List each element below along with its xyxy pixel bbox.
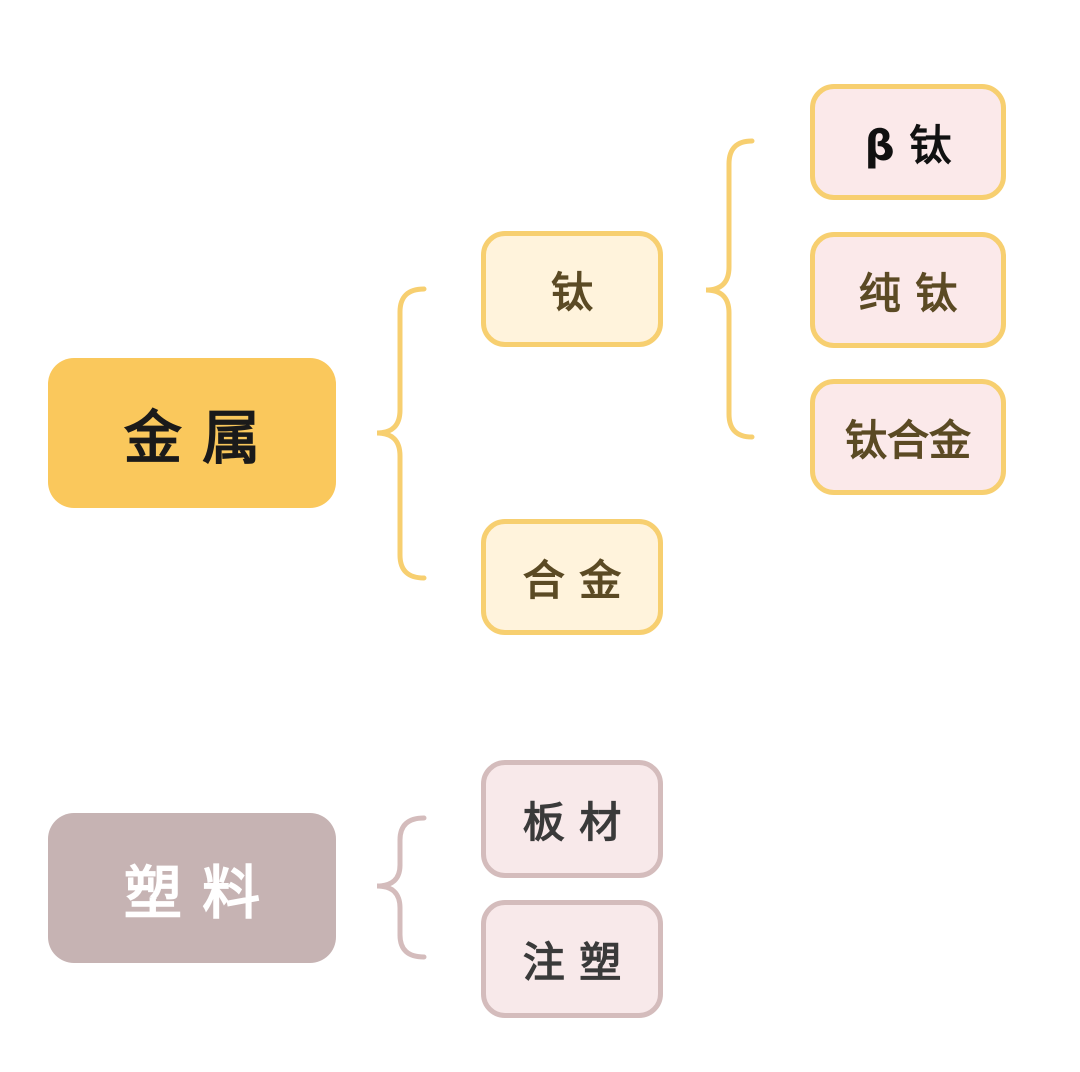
root-node-plastic: 塑 料 — [48, 813, 336, 963]
node-alloy-label: 合 金 — [522, 555, 622, 605]
brace-titanium — [705, 138, 755, 440]
node-injection-molding: 注 塑 — [481, 900, 663, 1018]
node-sheet-label: 板 材 — [522, 797, 622, 847]
node-pure-titanium: 纯 钛 — [810, 232, 1006, 348]
root-node-plastic-label: 塑 料 — [123, 859, 261, 927]
node-injection-molding-label: 注 塑 — [522, 937, 622, 987]
brace-plastic — [376, 815, 427, 960]
node-titanium-alloy: 钛合金 — [810, 379, 1006, 495]
node-beta-titanium-label: β 钛 — [864, 120, 952, 170]
node-titanium: 钛 — [481, 231, 663, 347]
brace-metal — [376, 286, 427, 581]
node-titanium-alloy-label: 钛合金 — [844, 415, 971, 465]
node-titanium-label: 钛 — [550, 267, 593, 317]
node-alloy: 合 金 — [481, 519, 663, 635]
node-beta-titanium: β 钛 — [810, 84, 1006, 200]
root-node-metal-label: 金 属 — [123, 404, 261, 472]
node-pure-titanium-label: 纯 钛 — [858, 268, 958, 318]
root-node-metal: 金 属 — [48, 358, 336, 508]
node-sheet: 板 材 — [481, 760, 663, 878]
